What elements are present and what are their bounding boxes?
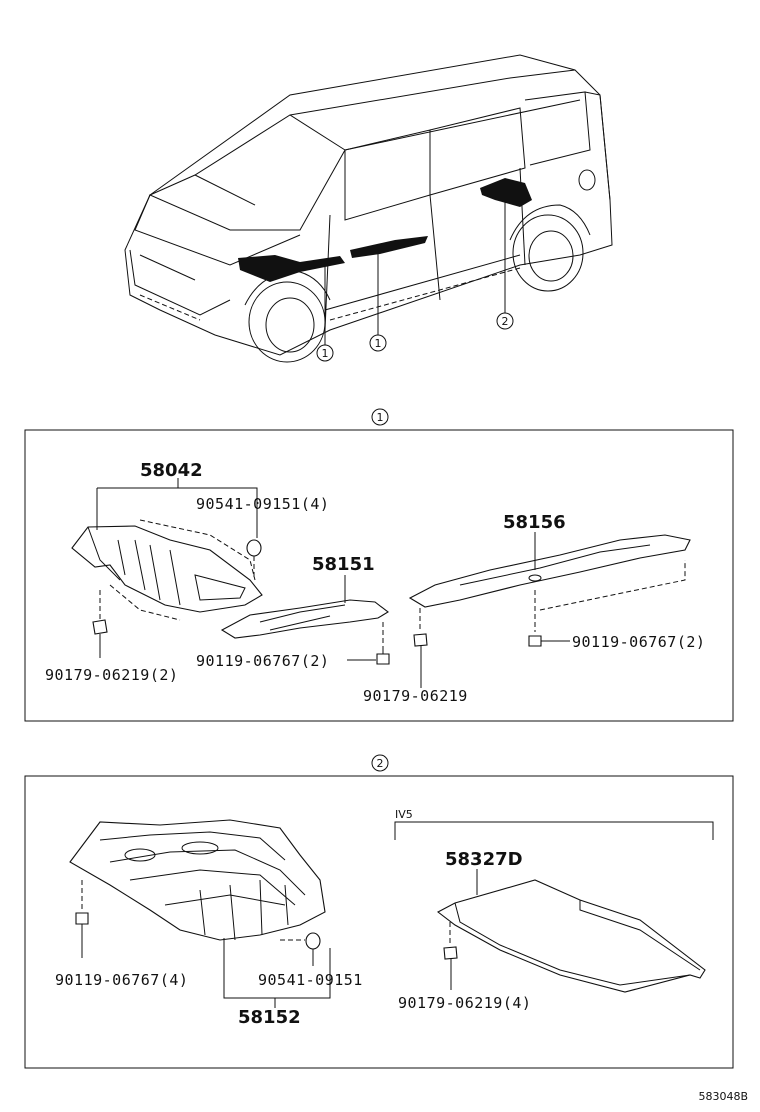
vehicle-callout-1b: 1 <box>369 334 387 352</box>
variant-code: IV5 <box>395 808 413 821</box>
bracket-iv5 <box>394 821 714 840</box>
label-90179-06219: 90179-06219 <box>363 687 468 705</box>
svg-text:1: 1 <box>377 411 384 424</box>
nut-90179-icon-c <box>443 922 458 990</box>
bolt-90119-icon-b <box>528 590 542 647</box>
group-1-frame <box>24 429 734 722</box>
svg-text:2: 2 <box>502 315 509 328</box>
label-90541-09151-4: 90541-09151(4) <box>196 495 329 513</box>
label-90119-06767-4: 90119-06767(4) <box>55 971 188 989</box>
nut-90179-icon-b <box>413 608 428 688</box>
clip-90541-icon <box>246 539 262 578</box>
label-58151: 58151 <box>312 554 375 575</box>
part-58152-cover <box>69 819 326 941</box>
label-90179-06219-2: 90179-06219(2) <box>45 666 178 684</box>
label-58152: 58152 <box>238 1007 301 1028</box>
label-58327D: 58327D <box>445 849 523 870</box>
label-90119-06767-2-a: 90119-06767(2) <box>196 652 329 670</box>
part-58042-cover <box>71 519 263 621</box>
group-2-frame <box>24 775 734 1069</box>
bolt-90119-icon-c <box>75 880 89 958</box>
group-2-callout: 2 <box>371 754 389 772</box>
vehicle-illustration <box>124 54 613 363</box>
part-58156-cover <box>408 534 691 608</box>
nut-90179-icon-a <box>92 590 108 658</box>
label-58156: 58156 <box>503 512 566 533</box>
vehicle-callout-1a: 1 <box>316 344 334 362</box>
bracket-58152 <box>223 938 331 999</box>
svg-text:1: 1 <box>322 347 329 360</box>
label-90179-06219-4: 90179-06219(4) <box>398 994 531 1012</box>
part-58327D-plate <box>436 879 706 993</box>
clip-90541-icon-b <box>280 932 321 966</box>
diagram-code: 583048B <box>698 1090 748 1103</box>
group-1-callout: 1 <box>371 408 389 426</box>
part-58151-cover <box>220 599 389 639</box>
bracket-58042 <box>96 487 258 538</box>
vehicle-callout-2: 2 <box>496 312 514 330</box>
label-90119-06767-2-b: 90119-06767(2) <box>572 633 705 651</box>
bolt-90119-icon-a <box>376 622 390 665</box>
label-58042: 58042 <box>140 460 203 481</box>
svg-text:2: 2 <box>377 757 384 770</box>
label-90541-09151: 90541-09151 <box>258 971 363 989</box>
svg-text:1: 1 <box>375 337 382 350</box>
